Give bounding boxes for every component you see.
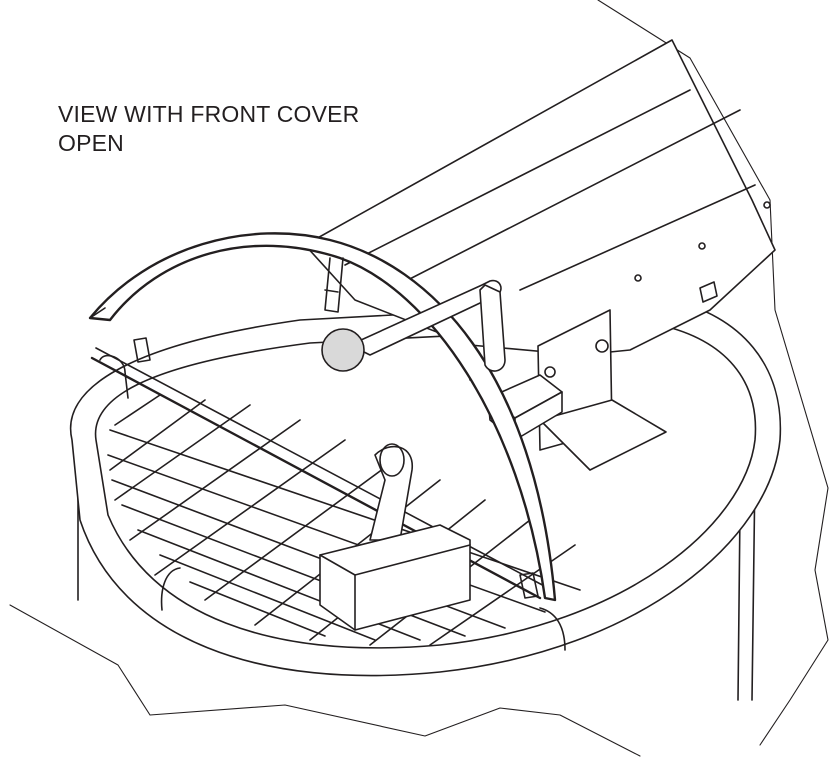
view-caption: VIEW WITH FRONT COVER OPEN: [58, 100, 360, 158]
handle-knob: [321, 328, 365, 372]
caption-line-1: VIEW WITH FRONT COVER: [58, 101, 360, 127]
center-outlet: [319, 443, 471, 631]
breakout-outline: [9, 0, 829, 757]
tank-rim: [69, 299, 782, 677]
cover-handle: [321, 279, 506, 372]
rim-clips: [99, 354, 566, 651]
front-cover: [88, 232, 557, 602]
caption-line-2: OPEN: [58, 130, 124, 156]
